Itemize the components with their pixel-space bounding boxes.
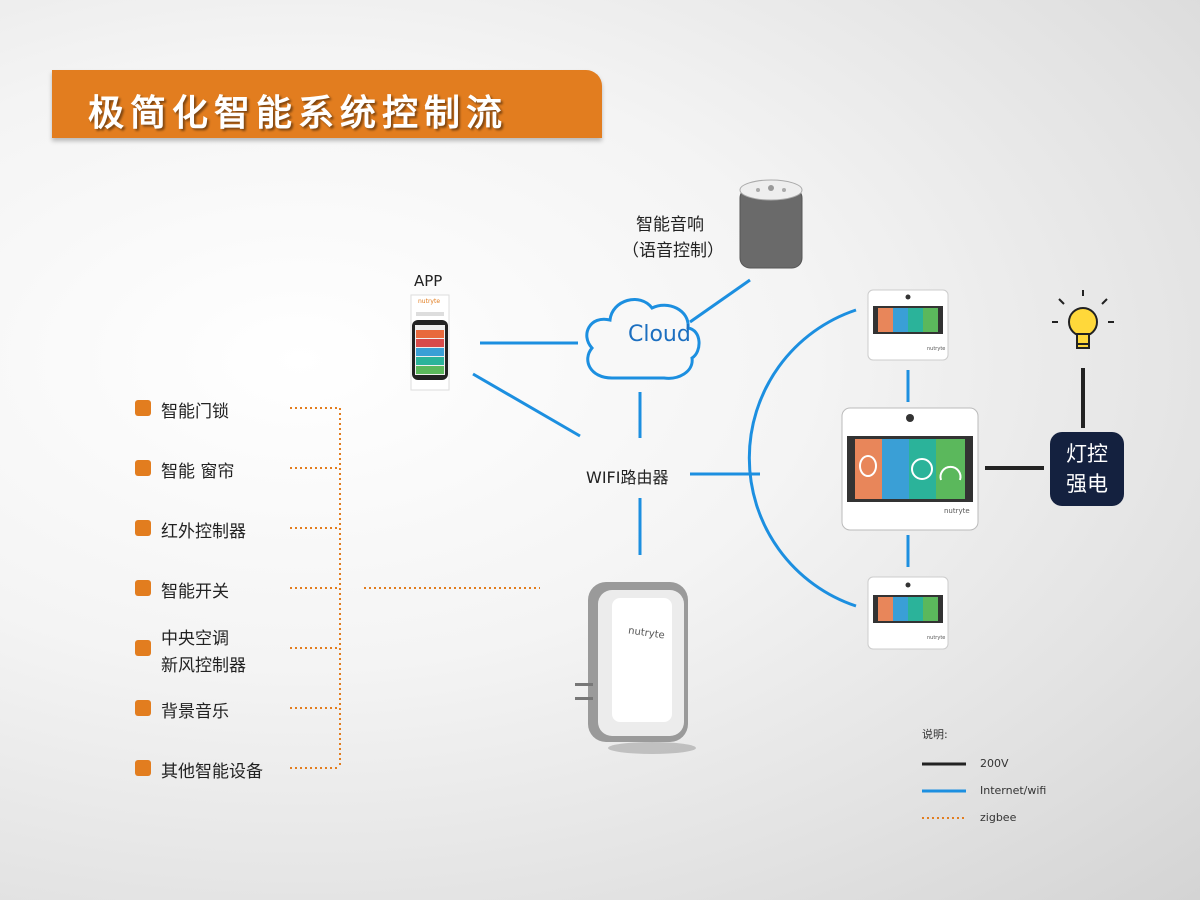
gateway-device-icon [575,582,696,754]
panel-main-icon [841,407,979,531]
legend-label-wifi: Internet/wifi [980,784,1047,797]
panel-top-brand: nutryte [927,346,946,352]
bullet-icon [135,760,151,776]
light-control-line2: 强电 [1066,472,1108,496]
device-label-curtain: 智能 窗帘 [161,462,235,482]
router-label: WIFI路由器 [586,468,669,487]
smart-speaker-icon [739,179,803,269]
speaker-label-line1: 智能音响 [636,215,704,235]
link-cloud-speaker [689,278,751,324]
legend-lines [922,762,966,819]
cloud-icon [585,298,701,380]
speaker-label-line2: （语音控制） [622,241,724,261]
device-label-ac-line1: 中央空调 [161,629,229,649]
bullet-icon [135,580,151,596]
panel-top-icon [867,289,949,361]
bullet-icon [135,400,151,416]
page-title: 极简化智能系统控制流 [88,92,509,134]
legend-title: 说明: [922,728,948,741]
panel-bottom-icon [867,576,949,650]
device-label-other: 其他智能设备 [161,762,263,782]
panel-bottom-brand: nutryte [927,635,946,641]
app-label: APP [414,272,443,290]
device-label-door-lock: 智能门锁 [161,402,229,422]
device-label-music: 背景音乐 [161,702,229,722]
title-banner [52,70,602,138]
bullet-icon [135,700,151,716]
bullet-icon [135,460,151,476]
light-control-box: 灯控 强电 [1050,432,1124,506]
bullet-icon [135,640,151,656]
link-arc-panels [747,308,857,608]
app-brand: nutryte [418,298,441,305]
bullet-icon [135,520,151,536]
app-phone-icon [410,294,450,391]
light-bulb-icon [1052,290,1114,349]
cloud-label: Cloud [628,322,691,347]
device-label-ir-controller: 红外控制器 [161,522,246,542]
light-control-line1: 灯控 [1066,442,1108,466]
zigbee-links [290,407,540,769]
panel-main-brand: nutryte [944,507,970,515]
wifi-links [472,278,910,608]
legend-label-200v: 200V [980,757,1009,770]
device-label-switch: 智能开关 [161,582,229,602]
device-label-ac-line2: 新风控制器 [161,656,246,676]
link-app-router [472,372,581,438]
legend-label-zigbee: zigbee [980,811,1017,824]
power-links [985,368,1085,470]
